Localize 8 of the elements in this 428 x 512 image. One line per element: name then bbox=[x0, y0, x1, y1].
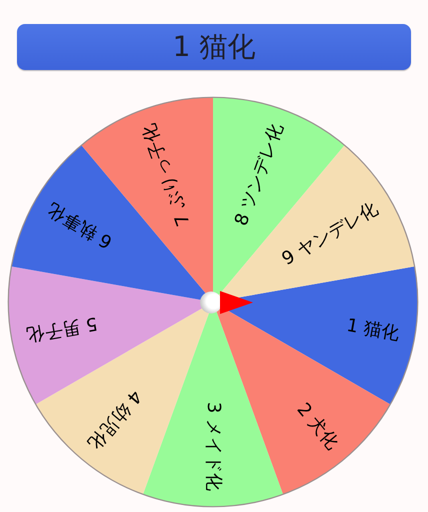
slice-label: 7 ぶりっ子化 bbox=[139, 121, 194, 228]
slice-label: 2 犬化 bbox=[292, 400, 342, 454]
slice-label: 4 幼児化 bbox=[84, 386, 145, 454]
slice-label: 6 執事化 bbox=[44, 198, 116, 252]
slice-label: 3 メイド化 bbox=[203, 402, 223, 491]
slice-label: 1 猫化 bbox=[345, 316, 401, 345]
slice-label: 5 男子化 bbox=[25, 312, 99, 345]
result-bar: 1 猫化 bbox=[17, 24, 411, 70]
